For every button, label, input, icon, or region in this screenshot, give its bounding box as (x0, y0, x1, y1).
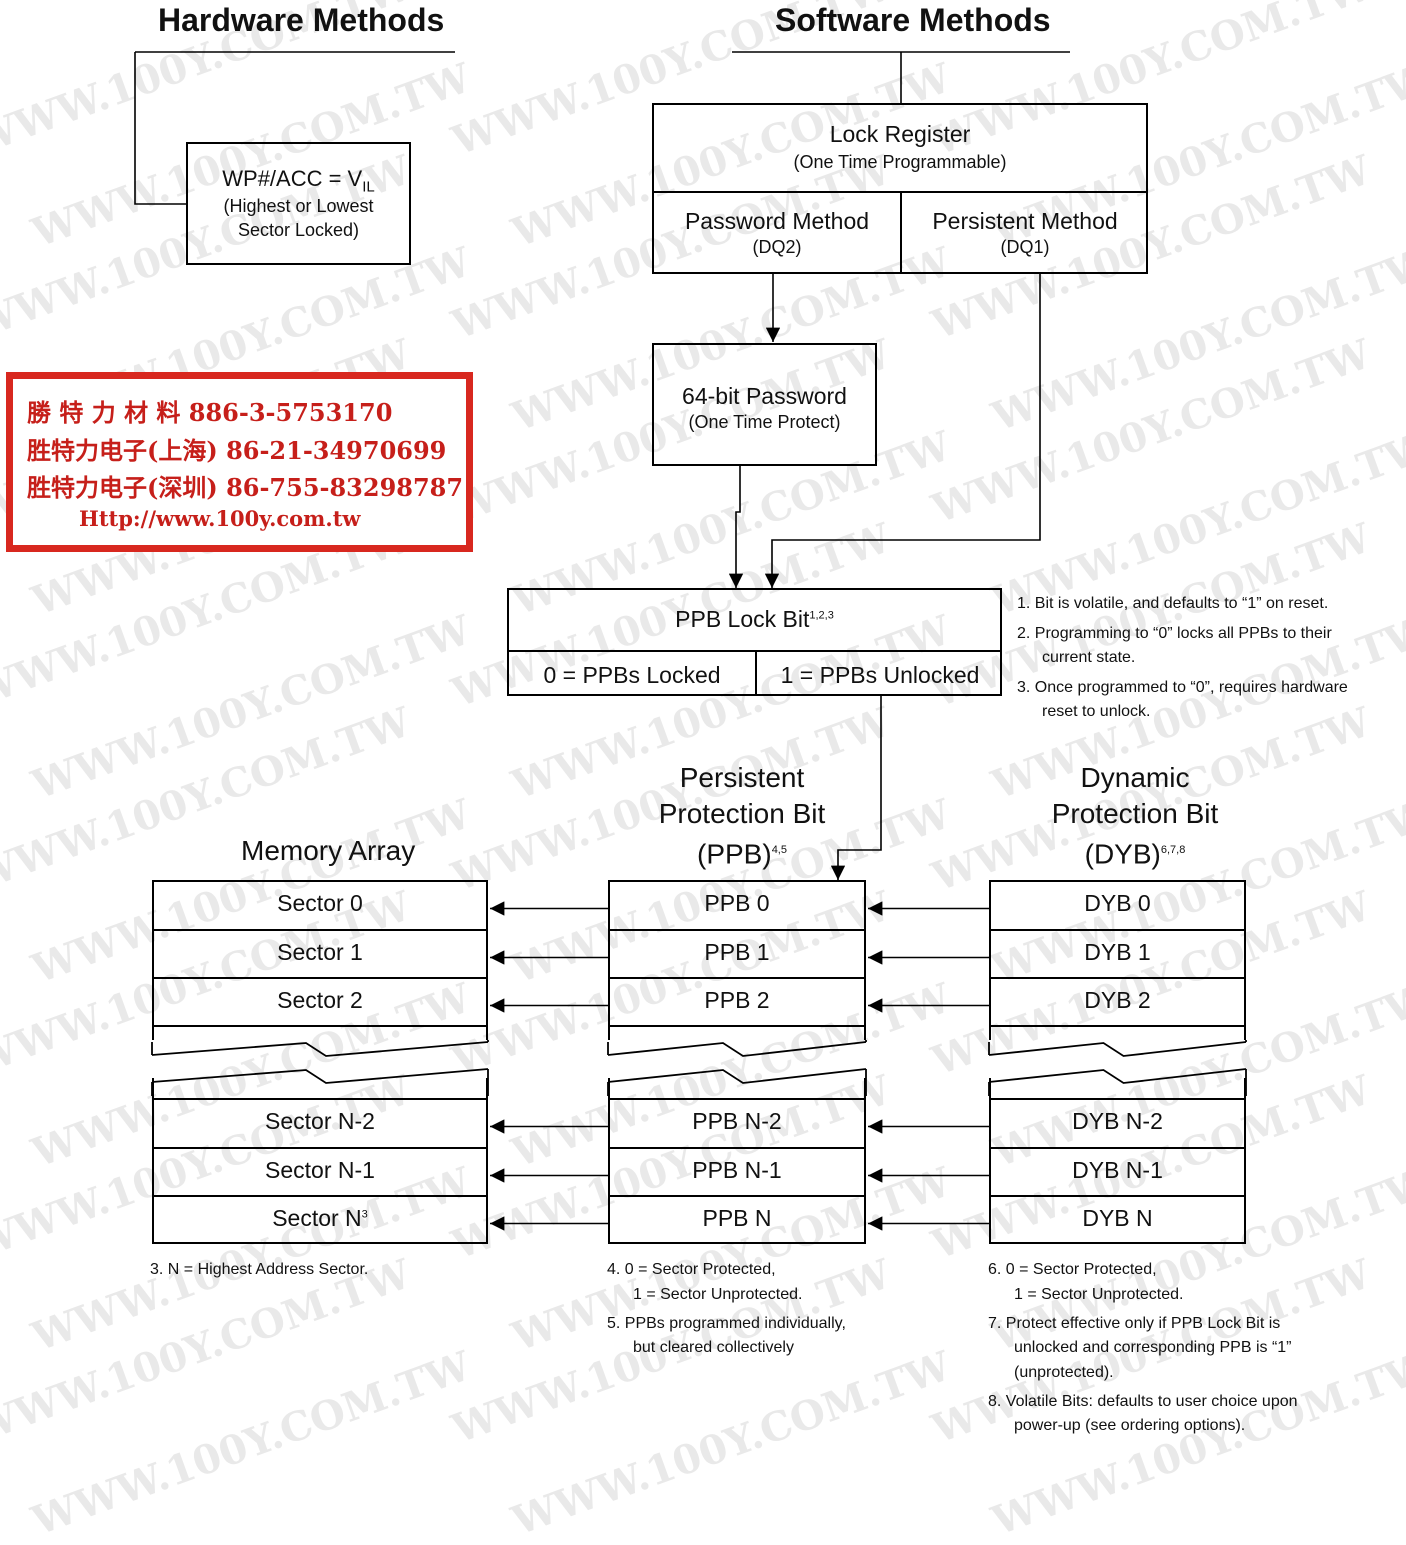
ppb-label: PPB 2 (704, 987, 770, 1013)
password-box-subtitle: (One Time Protect) (688, 412, 841, 432)
hardware-wp-acc-box: WP#/ACC = VIL (Highest or Lowest Sector … (186, 142, 411, 265)
dyb-label: DYB 1 (1084, 939, 1151, 965)
dyb-column-upper (989, 880, 1246, 1040)
stamp-line-3: 胜特力电子(深圳) 86-755-83298787 (27, 473, 464, 502)
dyb-column-lower (989, 1078, 1246, 1244)
stamp-line-4: Http://www.100y.com.tw (79, 506, 361, 531)
ppb-column-upper (608, 880, 866, 1040)
sector-cell: Sector 2 (152, 987, 488, 1014)
ppb-column-lower (608, 1078, 866, 1244)
dyb-title-line3: (DYB) (1084, 838, 1161, 870)
ppb-note-5b: but cleared collectively (633, 1339, 794, 1356)
lock-note-2b: current state. (1042, 649, 1136, 666)
ppb-label: PPB 1 (704, 939, 770, 965)
sector-cell: Sector N3 (152, 1205, 488, 1232)
software-methods-header: Software Methods (775, 2, 1051, 38)
sector-label: Sector 0 (277, 890, 363, 916)
stamp-line-2: 胜特力电子(上海) 86-21-34970699 (27, 436, 447, 465)
password-box-title: 64-bit Password (682, 383, 847, 409)
sector-column-lower (152, 1078, 488, 1244)
ppb-title-line1: Persistent (679, 762, 805, 793)
memory-array-title: Memory Array (241, 835, 416, 866)
dyb-label: DYB N (1082, 1205, 1153, 1231)
lock-register-box: Lock Register (One Time Programmable) Pa… (652, 103, 1148, 274)
ppb-lock-bit-title: PPB Lock Bit (675, 606, 810, 632)
ppbs-unlocked-label: 1 = PPBs Unlocked (780, 662, 980, 688)
dyb-note-8b: power-up (see ordering options). (1014, 1417, 1246, 1434)
dyb-cell: DYB 0 (989, 890, 1246, 917)
ppb-label: PPB N-1 (692, 1157, 782, 1183)
dyb-label: DYB 2 (1084, 987, 1151, 1013)
ppb-title-sup: 4,5 (771, 844, 787, 856)
ppb-lock-bit-box: PPB Lock Bit1,2,3 0 = PPBs Locked 1 = PP… (507, 588, 1002, 696)
sector-cell: Sector 1 (152, 939, 488, 966)
lock-note-3: 3. Once programmed to “0”, requires hard… (1017, 679, 1348, 696)
dyb-cell: DYB 2 (989, 987, 1246, 1014)
password-method-bit: (DQ2) (752, 237, 802, 257)
sector-label: Sector N-2 (265, 1108, 375, 1134)
ppb-label: PPB N-2 (692, 1108, 782, 1134)
dyb-label: DYB N-2 (1072, 1108, 1163, 1134)
dyb-title-sup: 6,7,8 (1160, 844, 1186, 856)
ppbs-locked-label: 0 = PPBs Locked (543, 662, 721, 688)
sector-label: Sector 2 (277, 987, 363, 1013)
ppb-column-title: Persistent Protection Bit (PPB)4,5 (610, 760, 874, 872)
dyb-note-6b: 1 = Sector Unprotected. (1014, 1286, 1184, 1303)
memory-note-1: 3. N = Highest Address Sector. (150, 1261, 369, 1278)
hardware-box-line2: (Highest or Lowest (223, 196, 374, 216)
ppb-cell: PPB 0 (608, 890, 866, 917)
dyb-title-line2: Protection Bit (1051, 798, 1219, 829)
sector-n-sup: 3 (361, 1208, 368, 1221)
sector-column-upper (152, 880, 488, 1040)
lock-register-subtitle: (One Time Programmable) (793, 152, 1007, 172)
dyb-note-7: 7. Protect effective only if PPB Lock Bi… (988, 1315, 1281, 1332)
dyb-label: DYB N-1 (1072, 1157, 1163, 1183)
dyb-label: DYB 0 (1084, 890, 1151, 916)
wp-acc-subscript: IL (362, 178, 375, 196)
password-method-label: Password Method (684, 208, 870, 234)
dyb-column-title: Dynamic Protection Bit (DYB)6,7,8 (1003, 760, 1267, 872)
ppb-note-4b: 1 = Sector Unprotected. (633, 1286, 803, 1303)
dyb-note-7c: (unprotected). (1014, 1364, 1114, 1381)
ppb-note-5: 5. PPBs programmed individually, (607, 1315, 846, 1332)
lock-note-2: 2. Programming to “0” locks all PPBs to … (1017, 625, 1332, 642)
ppb-cell: PPB N-2 (608, 1108, 866, 1135)
dyb-title-line1: Dynamic (1080, 762, 1190, 793)
ppb-cell: PPB N (608, 1205, 866, 1232)
ppb-title-line3: (PPB) (697, 838, 772, 870)
ppb-cell: PPB N-1 (608, 1157, 866, 1184)
ppb-title-line2: Protection Bit (658, 798, 826, 829)
dyb-cell: DYB N-1 (989, 1157, 1246, 1184)
ppb-label: PPB N (702, 1205, 772, 1231)
sector-cell: Sector N-1 (152, 1157, 488, 1184)
dyb-note-8: 8. Volatile Bits: defaults to user choic… (988, 1393, 1298, 1410)
persistent-method-bit: (DQ1) (1000, 237, 1050, 257)
sector-label: Sector 1 (277, 939, 363, 965)
persistent-method-label: Persistent Method (932, 208, 1118, 234)
password-box: 64-bit Password (One Time Protect) (652, 343, 877, 466)
lock-note-1: 1. Bit is volatile, and defaults to “1” … (1017, 595, 1329, 612)
hardware-box-line3: Sector Locked) (237, 220, 360, 240)
lock-note-3b: reset to unlock. (1042, 703, 1151, 720)
ppb-note-4: 4. 0 = Sector Protected, (607, 1261, 776, 1278)
sector-label: Sector N (272, 1205, 362, 1231)
hardware-methods-header: Hardware Methods (158, 2, 445, 38)
wp-acc-label: WP#/ACC = V (222, 166, 363, 191)
ppb-cell: PPB 2 (608, 987, 866, 1014)
ppb-cell: PPB 1 (608, 939, 866, 966)
stamp-line-1: 勝 特 力 材 料 886-3-5753170 (27, 398, 393, 427)
distributor-stamp: 勝 特 力 材 料 886-3-5753170 胜特力电子(上海) 86-21-… (6, 372, 473, 552)
connector-lines (134, 51, 1247, 1231)
sector-cell: Sector N-2 (152, 1108, 488, 1135)
dyb-note-6: 6. 0 = Sector Protected, (988, 1261, 1157, 1278)
dyb-note-7b: unlocked and corresponding PPB is “1” (1014, 1339, 1292, 1356)
ppb-label: PPB 0 (704, 890, 770, 916)
ppb-lock-bit-sup: 1,2,3 (809, 609, 834, 622)
sector-cell: Sector 0 (152, 890, 488, 917)
lock-register-title: Lock Register (829, 121, 971, 147)
dyb-cell: DYB N-2 (989, 1108, 1246, 1135)
dyb-cell: DYB 1 (989, 939, 1246, 966)
dyb-cell: DYB N (989, 1205, 1246, 1232)
sector-label: Sector N-1 (265, 1157, 375, 1183)
